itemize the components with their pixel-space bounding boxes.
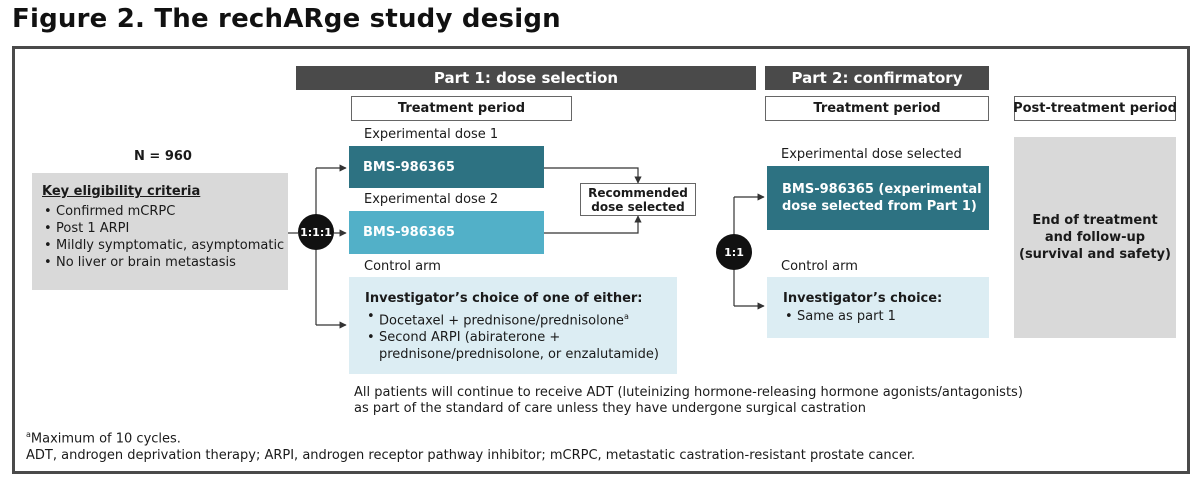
eligibility-item: Post 1 ARPI (42, 220, 288, 237)
control-arm-box: Investigator’s choice of one of either: … (349, 277, 677, 374)
page-title: Figure 2. The rechARge study design (12, 4, 561, 34)
part2-treatment-period: Treatment period (765, 96, 989, 121)
footnote-a: aMaximum of 10 cycles. (26, 430, 181, 446)
part1-header: Part 1: dose selection (296, 66, 756, 90)
control-list: Docetaxel + prednisone/prednisolonea Sec… (365, 308, 677, 363)
arrow-dose1-to-recommended (544, 167, 642, 184)
post-treatment-box: End of treatment and follow-up (survival… (1014, 137, 1176, 338)
part2-header: Part 2: confirmatory (765, 66, 989, 90)
part1-treatment-period: Treatment period (351, 96, 572, 121)
post-line3: (survival and safety) (1019, 247, 1171, 262)
recommended-line1: Recommended (588, 185, 688, 200)
exp-selected-label: Experimental dose selected (781, 147, 962, 162)
eligibility-item: Confirmed mCRPC (42, 203, 288, 220)
eligibility-list: Confirmed mCRPC Post 1 ARPI Mildly sympt… (42, 203, 288, 271)
post-line1: End of treatment (1032, 213, 1158, 228)
arrow-dose2-to-recommended (544, 215, 642, 234)
sample-size: N = 960 (134, 149, 192, 164)
adt-note-line2: as part of the standard of care unless t… (354, 401, 866, 416)
adt-note-line1: All patients will continue to receive AD… (354, 385, 1023, 400)
footnote-a-text: Maximum of 10 cycles. (30, 431, 181, 447)
randomization-1-1: 1:1 (716, 234, 752, 270)
abbreviations: ADT, androgen deprivation therapy; ARPI,… (26, 448, 916, 463)
exp-dose-1-label: Experimental dose 1 (364, 127, 499, 142)
control-arm-2-box: Investigator’s choice: Same as part 1 (767, 277, 989, 338)
recommended-dose-box: Recommended dose selected (580, 183, 696, 216)
exp-dose-2-box: BMS-986365 (349, 211, 544, 254)
exp-selected-line2: dose selected from Part 1) (782, 199, 977, 214)
eligibility-item: No liver or brain metastasis (42, 254, 288, 271)
footnote-a-marker: a (26, 430, 31, 439)
exp-selected-box: BMS-986365 (experimental dose selected f… (767, 166, 989, 230)
eligibility-item: Mildly symptomatic, asymptomatic (42, 237, 288, 254)
control-2-heading: Investigator’s choice: (783, 291, 943, 306)
eligibility-heading: Key eligibility criteria (42, 184, 201, 199)
control-heading: Investigator’s choice of one of either: (365, 291, 643, 306)
control-item: Second ARPI (abiraterone +prednisone/pre… (365, 329, 677, 363)
exp-dose-1-box: BMS-986365 (349, 146, 544, 188)
post-line2: and follow-up (1044, 230, 1146, 245)
post-treatment-header: Post-treatment period (1013, 96, 1177, 121)
control-arm-2-label: Control arm (781, 259, 858, 274)
eligibility-box: Key eligibility criteria Confirmed mCRPC… (32, 173, 288, 290)
adt-note: All patients will continue to receive AD… (354, 385, 1023, 417)
control-item: Docetaxel + prednisone/prednisolonea (365, 308, 677, 329)
exp-dose-2-label: Experimental dose 2 (364, 192, 499, 207)
footnote-marker: a (623, 312, 629, 321)
randomization-1-1-1: 1:1:1 (298, 214, 334, 250)
control-2-item: Same as part 1 (783, 308, 989, 325)
control-2-list: Same as part 1 (783, 308, 989, 325)
recommended-line2: dose selected (591, 199, 685, 214)
control-arm-label: Control arm (364, 259, 441, 274)
exp-selected-line1: BMS-986365 (experimental (782, 182, 982, 197)
figure-frame (12, 46, 1190, 474)
